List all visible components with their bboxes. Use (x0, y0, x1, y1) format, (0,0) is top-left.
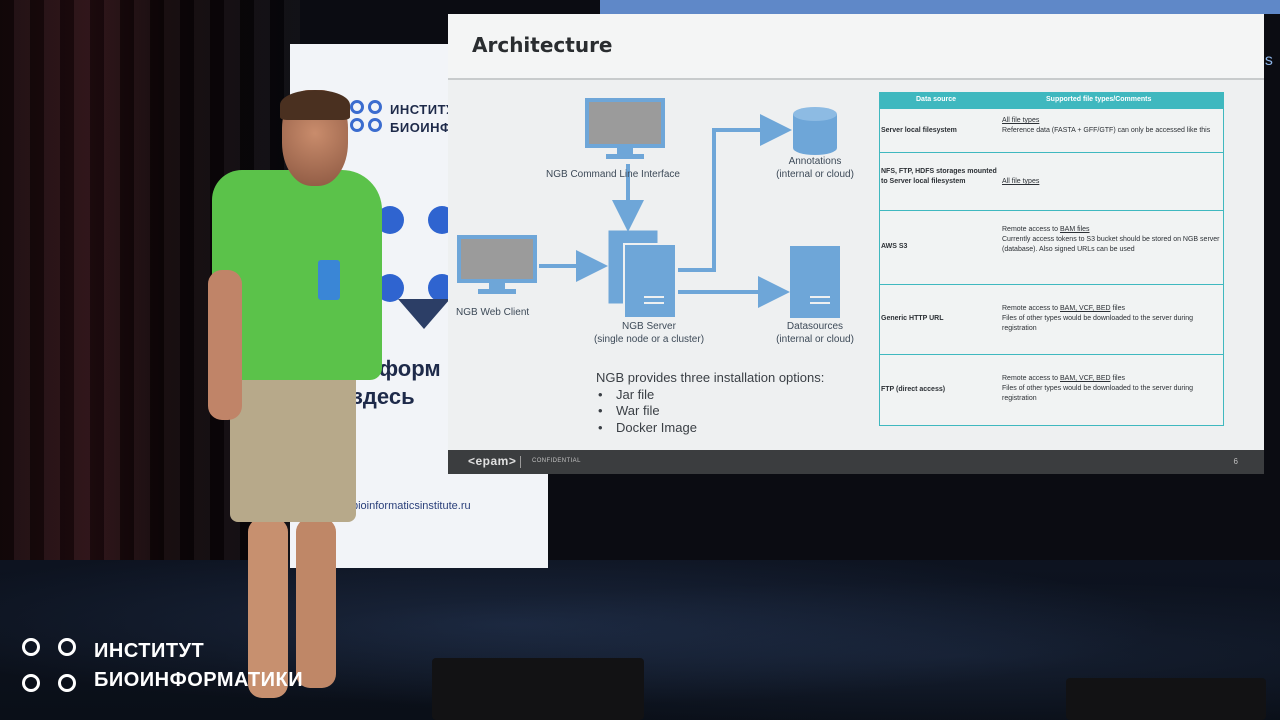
stage-monitor (432, 658, 644, 720)
file-types-link[interactable]: BAM, VCF, BED (1059, 375, 1111, 382)
projection-screen-edge (600, 0, 1280, 14)
epam-logo: <epam> (468, 454, 517, 468)
table-header: Data source Supported file types/Comment… (880, 93, 1223, 108)
banner-url: bioinformaticsinstitute.ru (352, 500, 471, 512)
column-header-source: Data source (916, 96, 957, 103)
annotations-label: Annotations (internal or cloud) (776, 156, 854, 180)
watermark-line1: ИНСТИТУТ (94, 640, 205, 662)
slide-footer: <epam> CONFIDENTIAL 6 (448, 450, 1264, 474)
cli-monitor-icon (585, 98, 665, 159)
table-row: AWS S3 Remote access to BAM files Curren… (880, 210, 1223, 285)
confidential-label: CONFIDENTIAL (532, 458, 581, 464)
banner-logo-icon (350, 100, 382, 132)
projected-slide: Architecture (448, 14, 1264, 474)
presenter (200, 90, 390, 720)
column-header-types: Supported file types/Comments (1046, 96, 1152, 103)
file-types-link[interactable]: All file types (1002, 117, 1040, 124)
web-client-label: NGB Web Client (456, 307, 530, 318)
table-row: FTP (direct access) Remote access to BAM… (880, 354, 1223, 425)
presenter-shorts (230, 372, 356, 522)
annotations-database-icon (793, 107, 837, 155)
slide-title: Architecture (472, 33, 613, 57)
server-to-annotations-arrow (678, 114, 792, 272)
institute-logo-icon (22, 638, 76, 692)
presenter-badge (318, 260, 340, 300)
data-source-table: Data source Supported file types/Comment… (879, 92, 1224, 426)
table-row: Generic HTTP URL Remote access to BAM, V… (880, 284, 1223, 355)
slide-header: Architecture (448, 14, 1264, 80)
file-types-link[interactable]: All file types (1002, 178, 1040, 185)
presenter-leg (296, 518, 336, 688)
web-client-monitor-icon (457, 235, 537, 294)
cli-label: NGB Command Line Interface (546, 169, 680, 180)
footer-separator (520, 456, 521, 468)
stage-monitor (1066, 678, 1266, 720)
banner-title-line1: ИНСТИТУТ (390, 102, 464, 117)
table-row: NFS, FTP, HDFS storages mounted to Serve… (880, 152, 1223, 211)
file-types-link[interactable]: BAM files (1059, 226, 1090, 233)
page-number: 6 (1233, 457, 1238, 466)
datasources-server-icon (790, 246, 840, 318)
install-option: Jar file (596, 387, 824, 404)
datasources-label: Datasources (internal or cloud) (776, 321, 854, 345)
presenter-arm (208, 270, 242, 420)
presenter-leg (248, 518, 288, 698)
architecture-diagram (457, 98, 840, 319)
banner-text-line2: здесь (352, 384, 415, 409)
install-option: Docker Image (596, 420, 824, 437)
installation-heading: NGB provides three installation options: (596, 370, 825, 385)
server-label: NGB Server (single node or a cluster) (593, 321, 705, 345)
installation-options: NGB provides three installation options:… (596, 370, 824, 436)
banner-arrow-icon (398, 299, 450, 329)
table-row: Server local filesystem All file types R… (880, 108, 1223, 153)
presenter-hair (280, 90, 350, 120)
file-types-link[interactable]: BAM, VCF, BED (1059, 305, 1111, 312)
install-option: War file (596, 403, 824, 420)
watermark-line2: БИОИНФОРМАТИКИ (94, 669, 304, 691)
server-icon (607, 229, 677, 319)
